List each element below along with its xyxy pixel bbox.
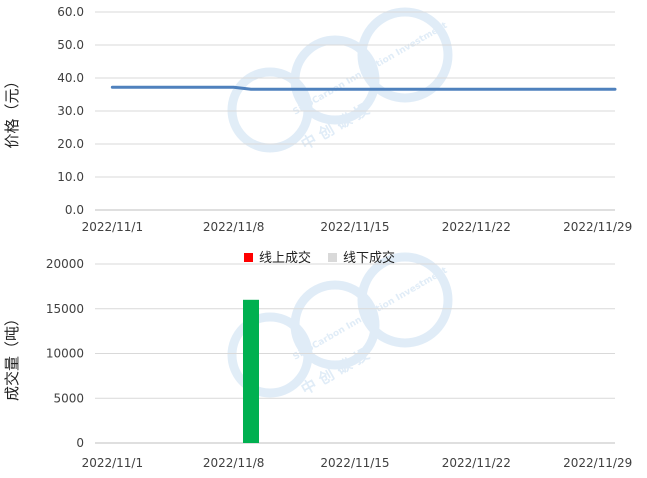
legend-swatch bbox=[244, 253, 253, 262]
y-tick-label: 0.0 bbox=[65, 203, 84, 217]
watermark-ring bbox=[357, 252, 453, 348]
y-tick-label: 20000 bbox=[46, 257, 84, 271]
watermark-ring bbox=[290, 280, 380, 370]
legend-label: 线下成交 bbox=[343, 250, 395, 266]
x-tick-label: 2022/11/1 bbox=[82, 456, 144, 470]
y-tick-label: 15000 bbox=[46, 302, 84, 316]
legend: 线上成交 线下成交 bbox=[244, 250, 395, 266]
x-tick-label: 2022/11/8 bbox=[203, 220, 265, 234]
y-tick-label: 10000 bbox=[46, 347, 84, 361]
watermark-ring bbox=[227, 67, 313, 153]
y-tick-label: 0 bbox=[76, 436, 84, 450]
y-axis-title: 成交量（吨） bbox=[3, 311, 21, 401]
x-tick-label: 2022/11/15 bbox=[320, 456, 389, 470]
y-tick-label: 5000 bbox=[53, 391, 84, 405]
x-tick-label: 2022/11/22 bbox=[442, 456, 511, 470]
y-tick-label: 50.0 bbox=[57, 38, 84, 52]
y-tick-label: 40.0 bbox=[57, 71, 84, 85]
x-tick-label: 2022/11/8 bbox=[203, 456, 265, 470]
y-tick-label: 10.0 bbox=[57, 170, 84, 184]
legend-swatch bbox=[328, 253, 337, 262]
watermark-ring bbox=[227, 312, 313, 398]
volume-bar bbox=[243, 299, 259, 443]
y-tick-label: 30.0 bbox=[57, 104, 84, 118]
watermark-ring bbox=[290, 35, 380, 125]
x-tick-label: 2022/11/15 bbox=[320, 220, 389, 234]
y-axis-title: 价格（元） bbox=[3, 73, 21, 148]
x-tick-label: 2022/11/1 bbox=[82, 220, 144, 234]
y-tick-label: 20.0 bbox=[57, 137, 84, 151]
x-tick-label: 2022/11/22 bbox=[442, 220, 511, 234]
x-tick-label: 2022/11/29 bbox=[563, 456, 632, 470]
legend-label: 线上成交 bbox=[259, 250, 311, 266]
price-series-line bbox=[110, 85, 617, 91]
volume-chart: 0 5000 10000 15000 20000 2022/11/1 2022/11/8 20… bbox=[3, 250, 632, 470]
y-tick-label: 60.0 bbox=[57, 5, 84, 19]
price-chart: 0.0 10.0 20.0 30.0 40.0 50.0 60.0 2022/11/1 2022… bbox=[3, 5, 632, 234]
x-tick-label: 2022/11/29 bbox=[563, 220, 632, 234]
